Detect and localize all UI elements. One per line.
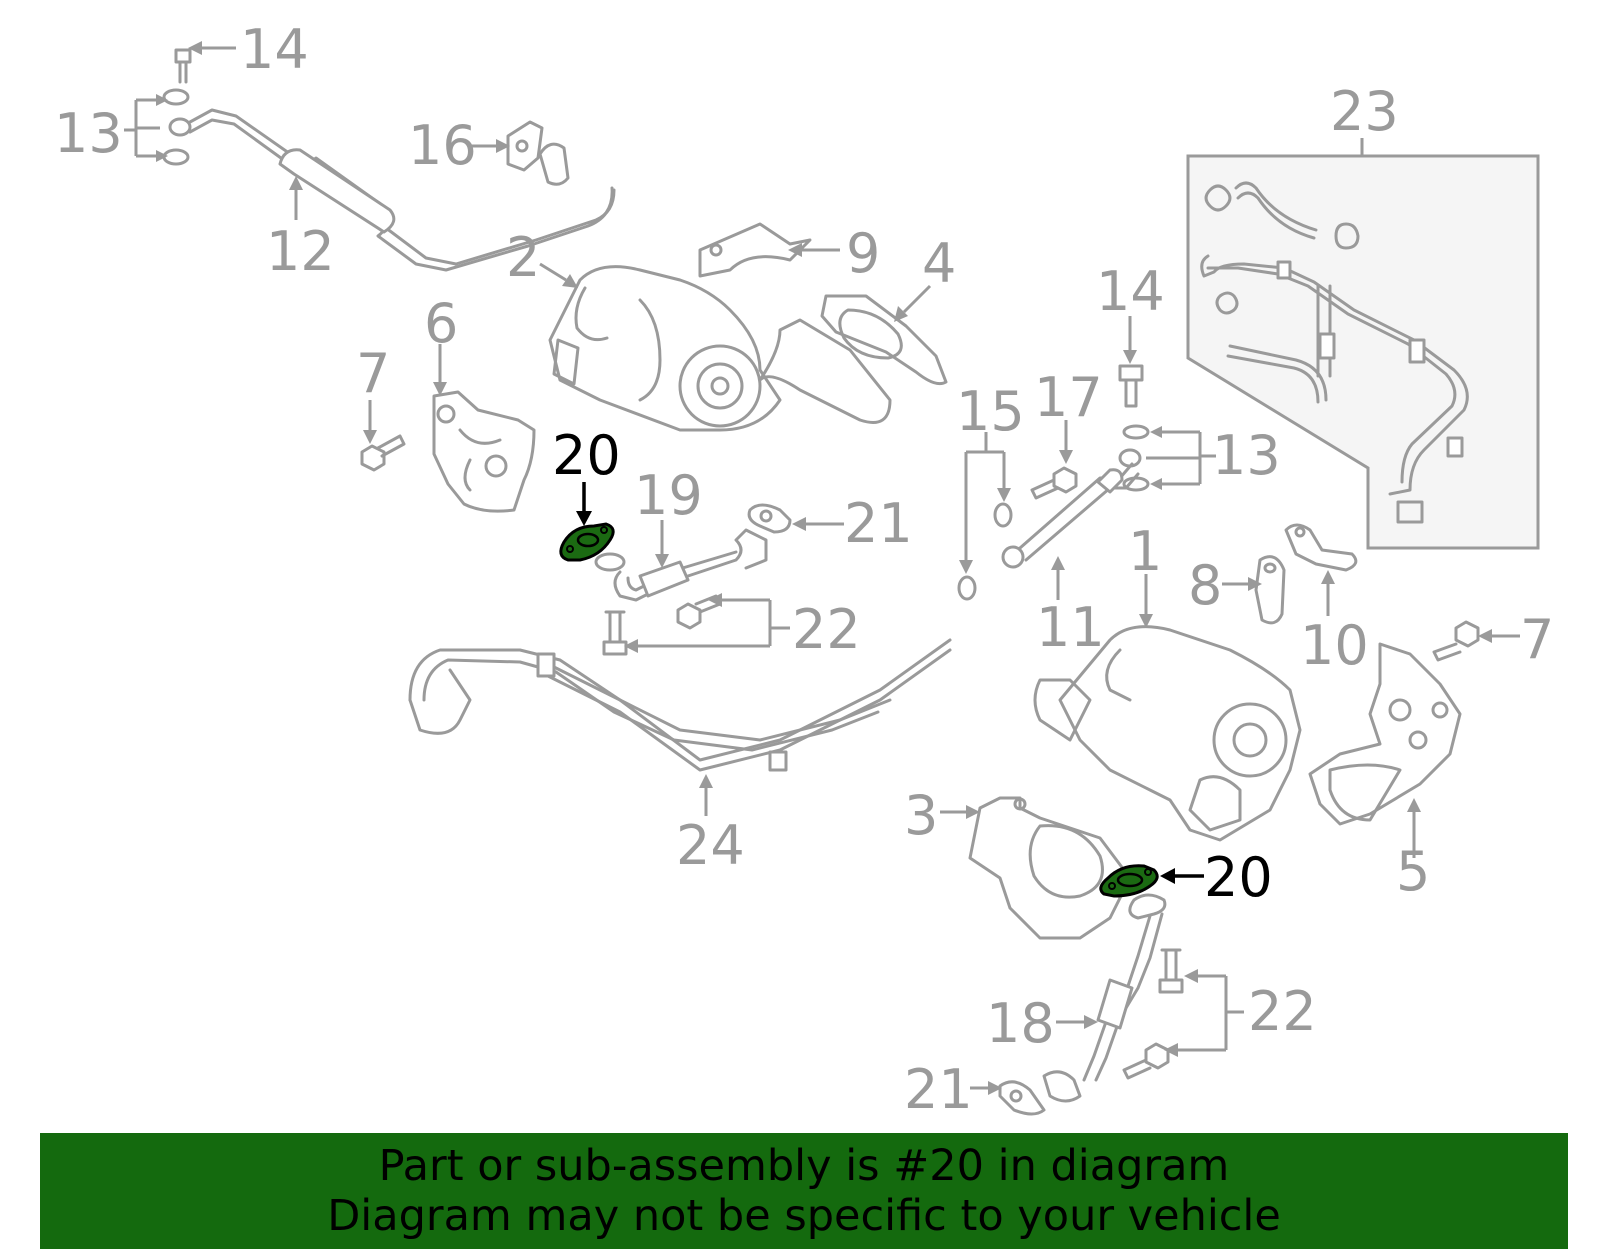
bolt-7-left xyxy=(360,434,406,472)
label-24: 24 xyxy=(676,814,745,877)
gasket-4 xyxy=(820,294,948,386)
label-16: 16 xyxy=(408,114,477,177)
bracket-8 xyxy=(1254,555,1286,625)
leader-lines xyxy=(124,41,1520,1095)
label-1: 1 xyxy=(1128,520,1162,583)
callout-labels: 14 13 16 12 2 9 4 23 6 7 14 15 17 13 20 … xyxy=(54,18,1554,1121)
label-7: 7 xyxy=(356,342,390,405)
label-13: 13 xyxy=(54,102,123,165)
oil-pipe-11 xyxy=(1001,424,1150,569)
banner-line-2: Diagram may not be specific to your vehi… xyxy=(327,1191,1281,1241)
label-2: 2 xyxy=(506,226,540,289)
label-17: 17 xyxy=(1034,366,1103,429)
label-19: 19 xyxy=(634,464,703,527)
label-5: 5 xyxy=(1396,840,1430,903)
bolt-14-right xyxy=(1118,364,1144,408)
label-11: 11 xyxy=(1036,596,1105,659)
label-13: 13 xyxy=(1212,424,1281,487)
oil-return-pipe-18 xyxy=(998,893,1167,1116)
label-4: 4 xyxy=(922,232,956,295)
label-6: 6 xyxy=(424,292,458,355)
turbocharger-2 xyxy=(548,222,892,432)
label-22: 22 xyxy=(792,598,861,661)
coolant-pipe-24 xyxy=(408,638,952,772)
heat-shield-6 xyxy=(432,390,536,513)
label-14: 14 xyxy=(1096,260,1165,323)
oil-feed-pipe-12 xyxy=(162,48,616,272)
label-10: 10 xyxy=(1300,614,1369,677)
label-8: 8 xyxy=(1188,554,1222,617)
label-15: 15 xyxy=(956,380,1025,443)
oil-return-pipe-19 xyxy=(594,503,792,602)
washers-15 xyxy=(957,502,1013,601)
bolt-7-right xyxy=(1432,620,1480,662)
gasket-3 xyxy=(968,796,1132,940)
heat-shield-5 xyxy=(1308,642,1462,826)
label-21: 21 xyxy=(904,1058,973,1121)
bracket-10 xyxy=(1284,523,1358,572)
label-9: 9 xyxy=(846,222,880,285)
label-7: 7 xyxy=(1520,608,1554,671)
label-22: 22 xyxy=(1248,980,1317,1043)
label-12: 12 xyxy=(266,220,335,283)
label-14: 14 xyxy=(240,18,309,81)
turbocharger-1 xyxy=(1033,625,1302,842)
gasket-20-upper xyxy=(559,522,615,562)
label-20: 20 xyxy=(1204,846,1273,909)
bolt-17 xyxy=(1030,466,1078,500)
label-18: 18 xyxy=(986,992,1055,1055)
label-21: 21 xyxy=(844,492,913,555)
kit-box-23 xyxy=(1186,154,1540,550)
bolts-22-lower xyxy=(1122,948,1184,1080)
banner-line-1: Part or sub-assembly is #20 in diagram xyxy=(378,1141,1230,1191)
info-banner: Part or sub-assembly is #20 in diagram D… xyxy=(40,1133,1568,1249)
label-23: 23 xyxy=(1330,80,1399,143)
label-3: 3 xyxy=(904,784,938,847)
label-20: 20 xyxy=(552,424,621,487)
gasket-20-lower xyxy=(1099,864,1159,898)
